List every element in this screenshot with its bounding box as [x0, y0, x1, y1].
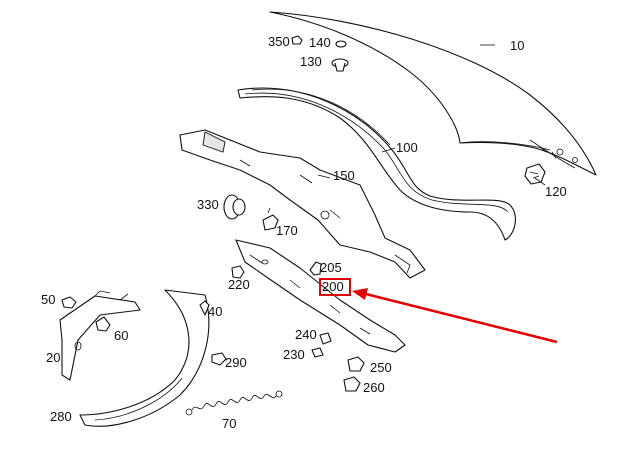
callout-130[interactable]: 130	[300, 54, 322, 69]
part-230-clip[interactable]	[311, 347, 324, 358]
part-330-stop[interactable]	[223, 194, 246, 220]
callout-20[interactable]: 20	[46, 350, 61, 365]
leader-lines	[317, 44, 546, 186]
callout-10[interactable]: 10	[510, 38, 525, 53]
part-220-clip[interactable]	[231, 265, 245, 279]
part-150-trim-panel[interactable]	[179, 129, 426, 279]
highlight-arrow	[352, 288, 558, 344]
callout-205[interactable]: 205	[320, 260, 342, 275]
part-240-clip[interactable]	[319, 332, 332, 345]
highlight-box-200	[319, 278, 351, 296]
part-260-clip[interactable]	[343, 376, 361, 392]
callout-50[interactable]: 50	[41, 292, 56, 307]
callout-250[interactable]: 250	[370, 360, 392, 375]
callout-100[interactable]: 100	[396, 140, 418, 155]
callout-280[interactable]: 280	[50, 409, 72, 424]
callout-290[interactable]: 290	[225, 355, 247, 370]
callout-260[interactable]: 260	[363, 380, 385, 395]
callout-170[interactable]: 170	[276, 223, 298, 238]
callout-150[interactable]: 150	[333, 168, 355, 183]
part-70-spring[interactable]	[185, 390, 283, 416]
callout-330[interactable]: 330	[197, 197, 219, 212]
part-170-clip[interactable]	[262, 207, 279, 231]
part-205-clip[interactable]	[309, 261, 322, 276]
part-140-plug[interactable]	[335, 40, 347, 48]
callout-120[interactable]: 120	[545, 184, 567, 199]
part-10-trunk-lid[interactable]	[269, 11, 597, 176]
part-130-buffer[interactable]	[331, 58, 349, 72]
callout-70[interactable]: 70	[222, 416, 237, 431]
callout-40[interactable]: 40	[208, 304, 223, 319]
part-120-lock[interactable]	[524, 163, 546, 185]
part-60-bracket[interactable]	[95, 316, 111, 332]
part-20-hinge[interactable]	[59, 290, 141, 381]
part-280-hinge-arm[interactable]	[79, 289, 210, 427]
part-290-cap[interactable]	[211, 352, 227, 366]
callout-220[interactable]: 220	[228, 277, 250, 292]
callout-350[interactable]: 350	[268, 34, 290, 49]
callout-60[interactable]: 60	[114, 328, 129, 343]
part-350-plug[interactable]	[291, 35, 303, 45]
part-250-clip[interactable]	[347, 356, 365, 372]
part-200-trim-strip[interactable]	[235, 239, 406, 353]
callout-140[interactable]: 140	[309, 35, 331, 50]
callout-230[interactable]: 230	[283, 347, 305, 362]
part-50-bolt[interactable]	[61, 296, 77, 309]
part-40-bolt[interactable]	[199, 300, 210, 316]
callout-200[interactable]: 200	[322, 279, 344, 294]
callout-240[interactable]: 240	[295, 327, 317, 342]
part-100-seal[interactable]	[237, 87, 516, 241]
